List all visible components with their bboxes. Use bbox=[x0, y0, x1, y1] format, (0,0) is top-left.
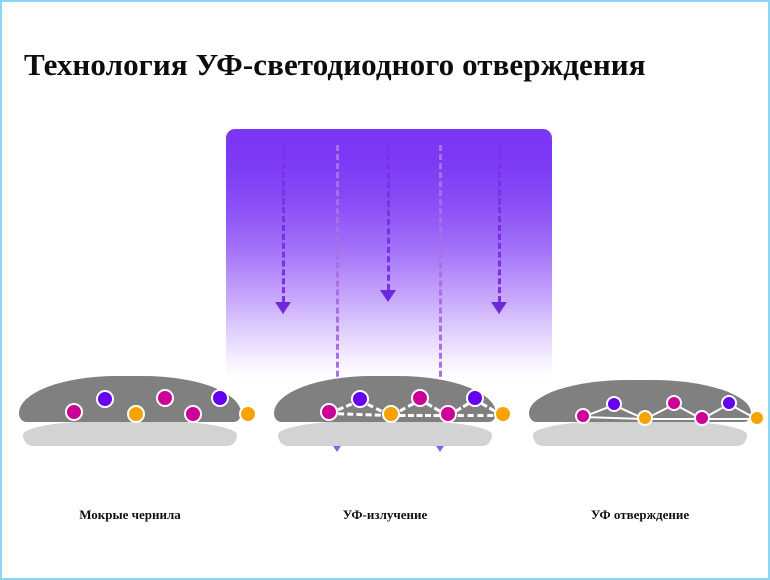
droplet-shadow bbox=[23, 420, 237, 446]
ink-particle-purple bbox=[466, 389, 485, 407]
uv-ray-arrowhead bbox=[275, 302, 291, 314]
ink-particle-magenta bbox=[575, 408, 592, 424]
ink-particle-magenta bbox=[320, 403, 339, 421]
ink-particle-magenta bbox=[184, 405, 203, 423]
ink-particle-magenta bbox=[666, 395, 683, 411]
droplet-stage-uv-cured bbox=[529, 2, 766, 446]
ink-particle-orange bbox=[381, 405, 400, 423]
ink-particle-magenta bbox=[411, 389, 430, 407]
ink-particle-orange bbox=[749, 410, 766, 426]
page-title: Технология УФ-светодиодного отверждения bbox=[24, 46, 646, 82]
uv-ray-line bbox=[336, 145, 339, 440]
ink-particle-purple bbox=[211, 389, 230, 407]
ink-particle-purple bbox=[605, 396, 622, 412]
stage-caption-uv-radiation: УФ-излучение bbox=[342, 507, 428, 522]
particle-link-line bbox=[702, 418, 758, 420]
ink-particle-orange bbox=[636, 410, 653, 426]
droplet-stage-uv-radiation bbox=[274, 2, 513, 446]
ink-particle-purple bbox=[95, 390, 114, 408]
particle-link-line bbox=[448, 414, 504, 417]
uv-ray-line bbox=[439, 145, 442, 440]
ink-particle-purple bbox=[350, 390, 369, 408]
uv-ray-line bbox=[387, 145, 390, 290]
droplet-shadow bbox=[278, 420, 492, 446]
stage-caption-wet-ink: Мокрые чернила bbox=[79, 507, 181, 522]
ink-particle-orange bbox=[126, 405, 145, 423]
ink-particle-magenta bbox=[694, 410, 711, 426]
ink-particle-purple bbox=[721, 395, 738, 411]
ink-particle-orange bbox=[494, 405, 513, 423]
stage-caption-uv-cured: УФ отверждение bbox=[590, 507, 690, 522]
ink-particle-magenta bbox=[65, 403, 84, 421]
particle-link-line bbox=[644, 418, 703, 420]
ink-particle-magenta bbox=[156, 389, 175, 407]
uv-ray-line bbox=[498, 145, 501, 302]
droplet-stage-wet-ink bbox=[19, 2, 258, 446]
ink-particle-orange bbox=[239, 405, 258, 423]
ink-particle-magenta bbox=[439, 405, 458, 423]
uv-ray-arrowhead bbox=[380, 290, 396, 302]
particle-link-line bbox=[390, 414, 449, 417]
uv-ray-line bbox=[282, 145, 285, 302]
uv-ray-arrowhead bbox=[491, 302, 507, 314]
